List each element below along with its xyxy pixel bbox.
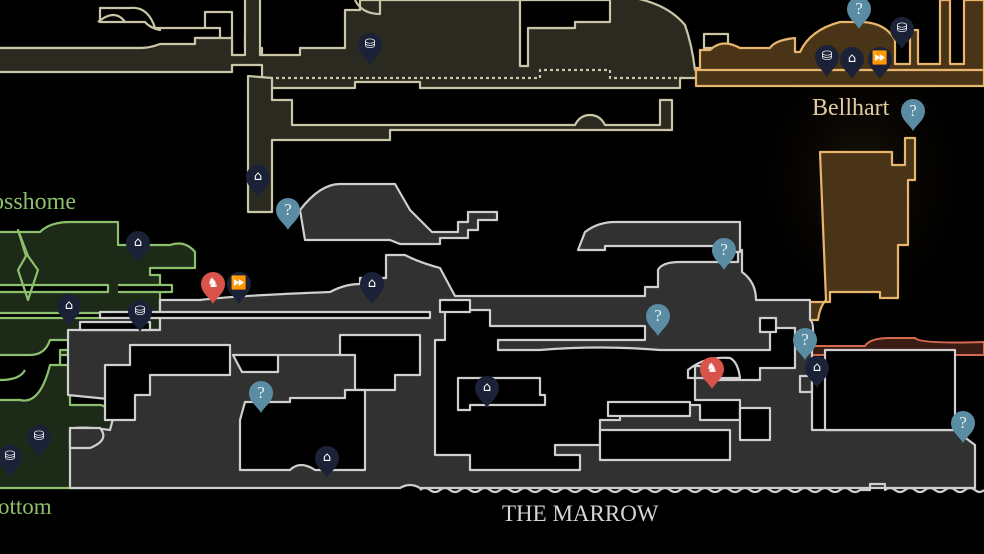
bench-icon: ⌂ [253,169,263,184]
question-mark-icon: ? [959,413,967,432]
boss-mask-icon: ♞ [207,276,219,291]
map-pin-quest[interactable]: ? [645,303,671,337]
bench-icon: ⌂ [812,360,822,375]
region-title-the-marrow: THE MARROW [502,501,659,526]
map-pin-merchant[interactable]: ⛁ [357,32,383,66]
map-pin-merchant[interactable]: ⛁ [26,424,52,458]
map-pin-fast-travel[interactable]: ⏩ [226,271,252,305]
question-mark-icon: ? [855,0,863,18]
map-pin-merchant[interactable]: ⛁ [0,444,23,478]
map-pin-bench[interactable]: ⌂ [56,293,82,327]
map-pin-quest[interactable]: ? [950,410,976,444]
merchant-coins-icon: ⛁ [33,429,45,444]
map-pin-merchant[interactable]: ⛁ [814,44,840,78]
map-pin-bench[interactable]: ⌂ [359,271,385,305]
map-pin-bench[interactable]: ⌂ [314,445,340,479]
region-label-bottom: ottom [0,494,52,519]
fast-travel-icon: ⏩ [871,51,889,66]
bench-icon: ⌂ [367,276,377,291]
region-label-bellhart: Bellhart [812,95,890,121]
map-pin-quest[interactable]: ? [900,98,926,132]
bench-icon: ⌂ [482,380,492,395]
region-label-mosshome: osshome [0,189,76,215]
map-pin-bench[interactable]: ⌂ [245,164,271,198]
question-mark-icon: ? [720,240,728,259]
map-pin-merchant[interactable]: ⛁ [127,299,153,333]
marrow-region [66,182,984,494]
map-pin-quest[interactable]: ? [248,380,274,414]
map-pin-bench[interactable]: ⌂ [125,230,151,264]
question-mark-icon: ? [257,383,265,402]
bench-icon: ⌂ [64,298,74,313]
map-pin-quest[interactable]: ? [792,327,818,361]
bellhart-region [694,0,984,322]
question-mark-icon: ? [801,330,809,349]
question-mark-icon: ? [654,306,662,325]
merchant-coins-icon: ⛁ [4,449,16,464]
merchant-coins-icon: ⛁ [134,304,146,319]
map-pin-quest[interactable]: ? [846,0,872,30]
bench-icon: ⌂ [322,450,332,465]
map-pin-fast-travel[interactable]: ⏩ [867,46,893,80]
map-pin-quest[interactable]: ? [275,197,301,231]
question-mark-icon: ? [284,200,292,219]
boss-mask-icon: ♞ [706,361,718,376]
merchant-coins-icon: ⛁ [821,49,833,64]
map-pin-bench[interactable]: ⌂ [474,375,500,409]
map-pin-boss[interactable]: ♞ [200,271,226,305]
question-mark-icon: ? [909,101,917,120]
merchant-coins-icon: ⛁ [896,21,908,36]
map-pin-bench[interactable]: ⌂ [804,355,830,389]
bench-icon: ⌂ [133,235,143,250]
upper-region [0,0,730,214]
map-pin-merchant[interactable]: ⛁ [889,16,915,50]
map-pin-quest[interactable]: ? [711,237,737,271]
fast-travel-icon: ⏩ [230,276,248,291]
bench-icon: ⌂ [847,51,857,66]
merchant-coins-icon: ⛁ [364,37,376,52]
map-pin-boss[interactable]: ♞ [699,356,725,390]
map-pin-bench[interactable]: ⌂ [839,46,865,80]
